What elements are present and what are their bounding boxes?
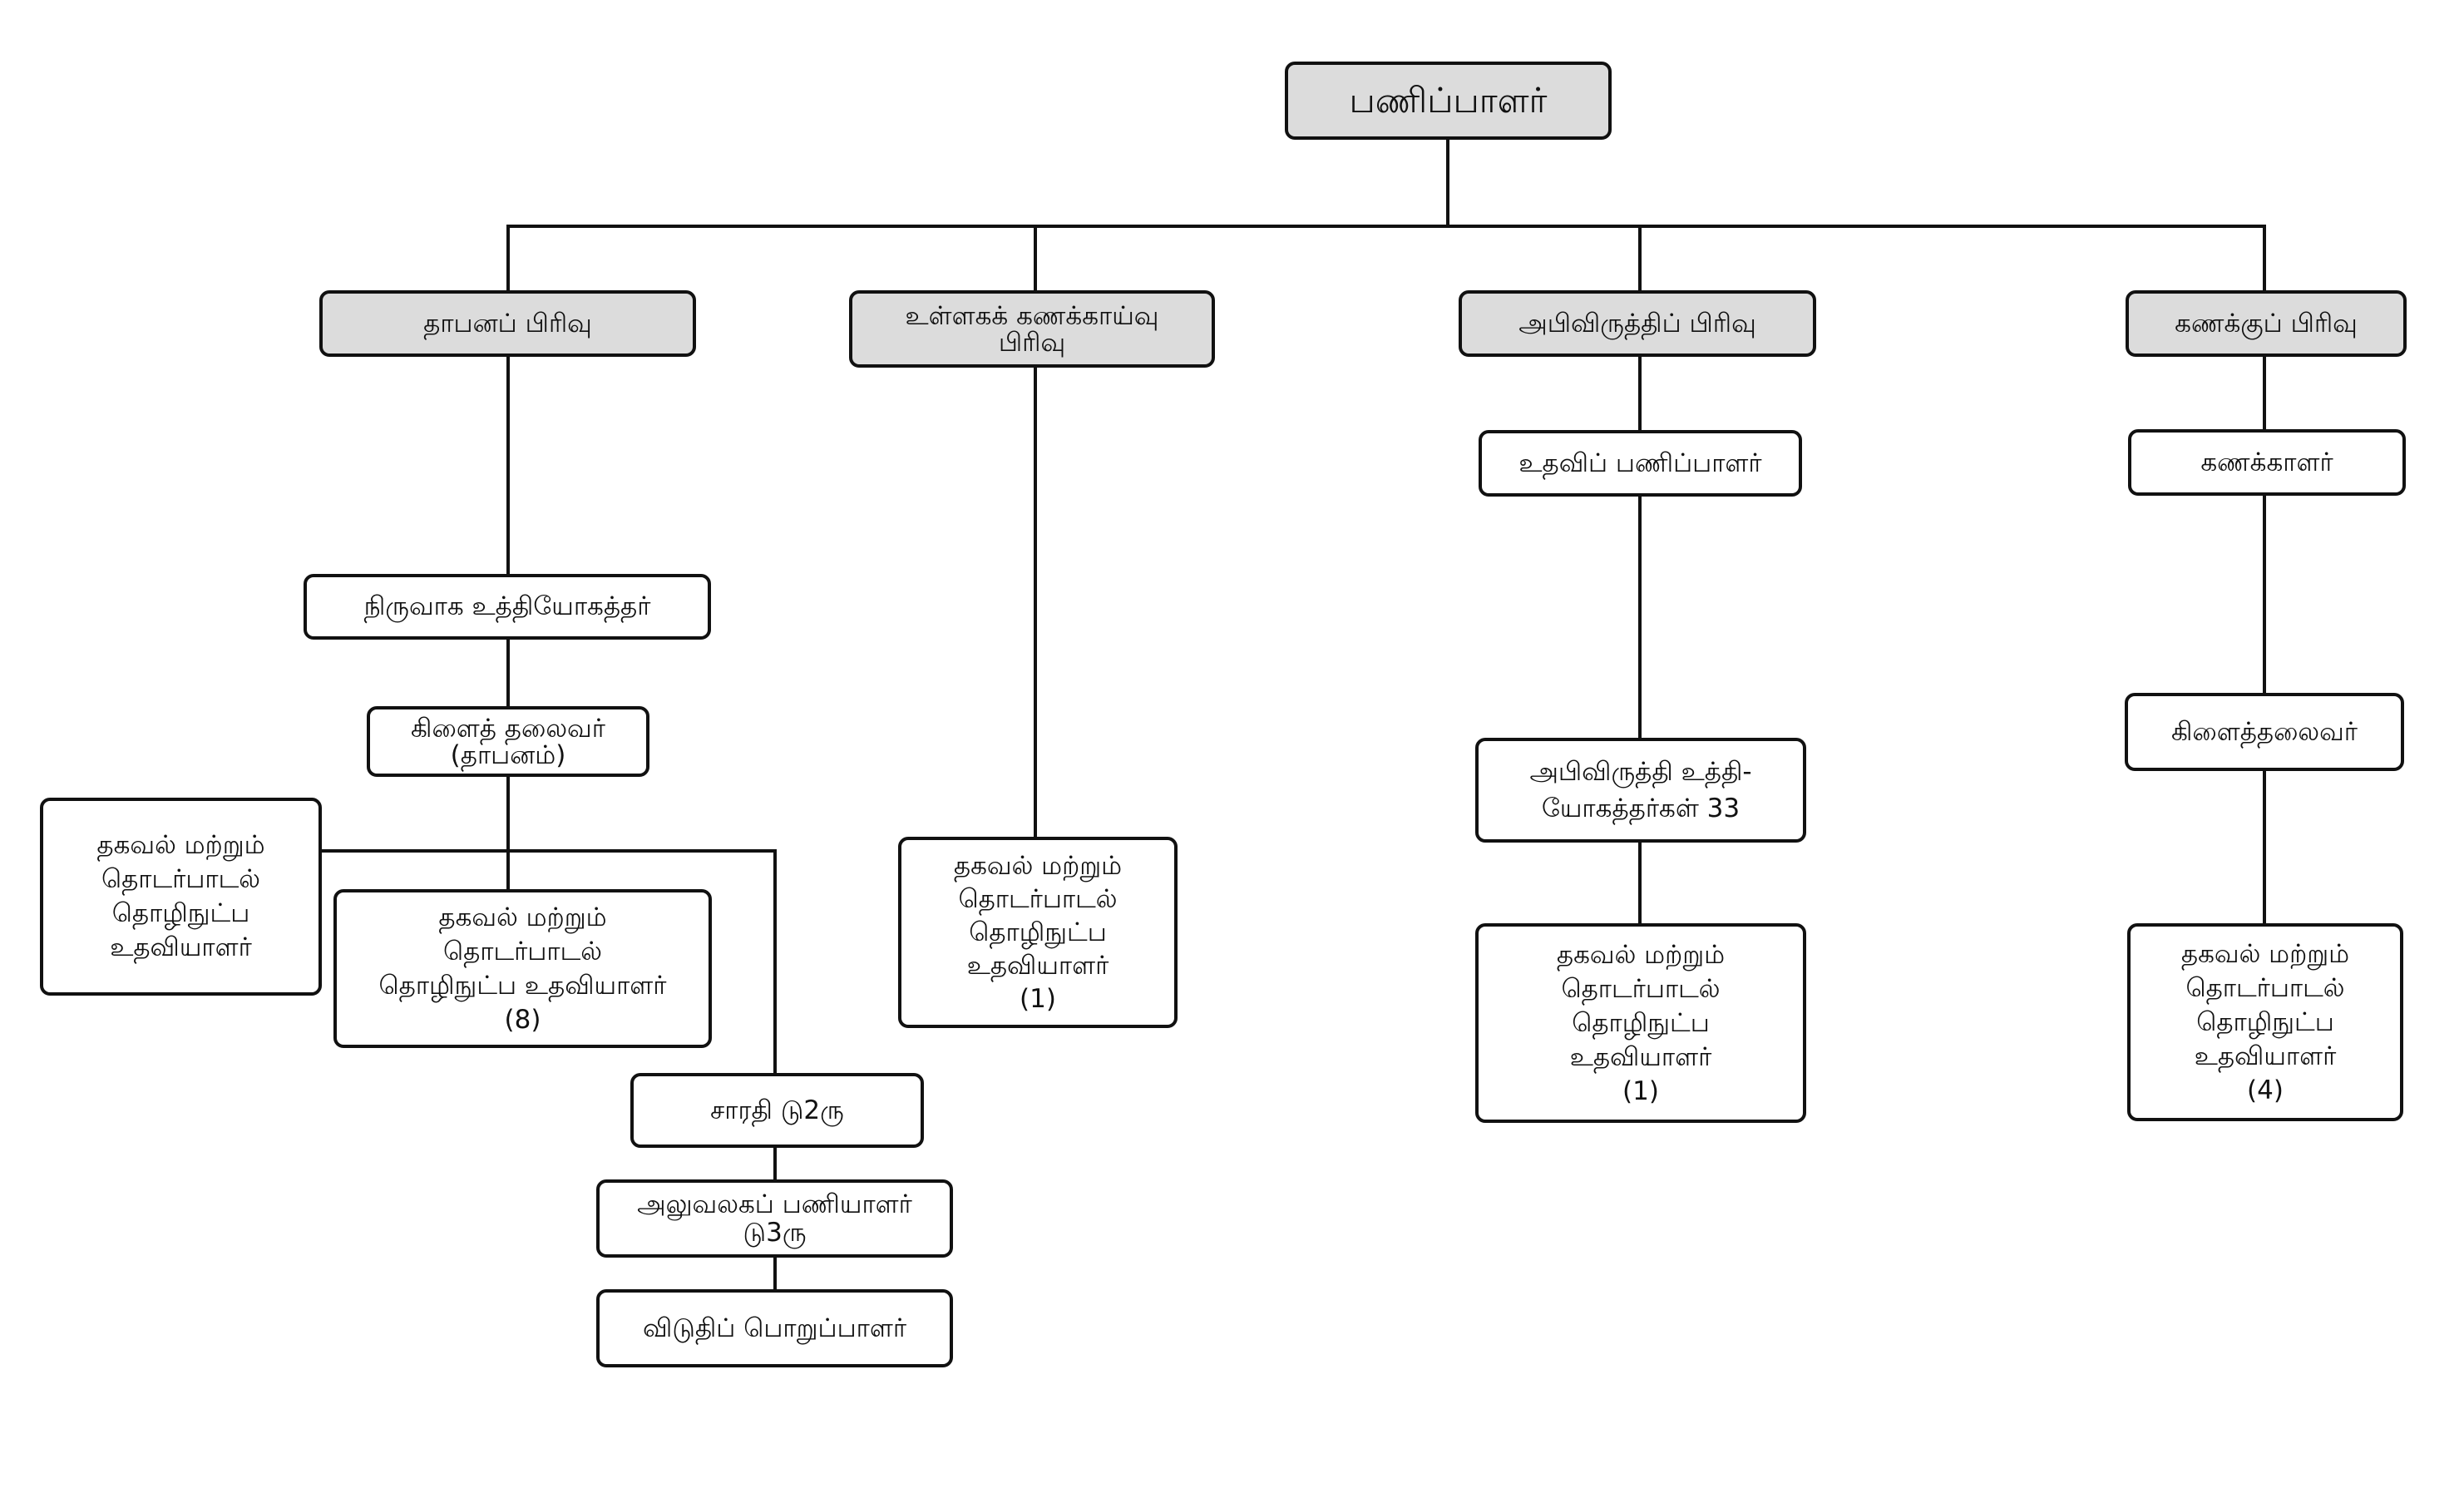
node-it-assistant-left: தகவல் மற்றும் தொடர்பாடல் தொழிநுட்ப உதவிய… bbox=[40, 798, 322, 996]
node-development-division: அபிவிருத்திப் பிரிவு bbox=[1459, 290, 1816, 357]
node-label: கிளைத் தலைவர் (தாபனம்) bbox=[411, 713, 605, 770]
node-label: தகவல் மற்றும் தொடர்பாடல் தொழிநுட்ப உதவிய… bbox=[2180, 938, 2350, 1105]
node-label: நிருவாக உத்தியோகத்தர் bbox=[363, 591, 651, 621]
node-development-officers: அபிவிருத்தி உத்தி- யோகத்தர்கள் 33 bbox=[1475, 738, 1806, 843]
node-it-assistants-8: தகவல் மற்றும் தொடர்பாடல் தொழிநுட்ப உதவிய… bbox=[333, 889, 712, 1048]
node-branch-head-establishment: கிளைத் தலைவர் (தாபனம்) bbox=[367, 706, 649, 777]
node-label: பணிப்பாளர் bbox=[1349, 80, 1548, 121]
node-development-it-assistant: தகவல் மற்றும் தொடர்பாடல் தொழிநுட்ப உதவிய… bbox=[1475, 923, 1806, 1123]
node-label: அபிவிருத்திப் பிரிவு bbox=[1518, 308, 1756, 339]
node-label: கணக்காளர் bbox=[2200, 447, 2333, 477]
node-label: தாபனப் பிரிவு bbox=[423, 308, 592, 339]
node-assistant-director: உதவிப் பணிப்பாளர் bbox=[1479, 430, 1802, 497]
node-label: தகவல் மற்றும் தொடர்பாடல் தொழிநுட்ப உதவிய… bbox=[96, 830, 265, 962]
node-label: சாரதி டு2ரு bbox=[710, 1095, 844, 1125]
node-driver: சாரதி டு2ரு bbox=[630, 1073, 924, 1148]
node-accounts-division: கணக்குப் பிரிவு bbox=[2126, 290, 2407, 357]
node-label: விடுதிப் பொறுப்பாளர் bbox=[642, 1313, 907, 1343]
node-director: பணிப்பாளர் bbox=[1285, 62, 1612, 140]
node-audit-it-assistant: தகவல் மற்றும் தொடர்பாடல் தொழிநுட்ப உதவிய… bbox=[898, 837, 1178, 1028]
node-administrative-officer: நிருவாக உத்தியோகத்தர் bbox=[304, 574, 711, 640]
node-office-staff: அலுவலகப் பணியாளர் டு3ரு bbox=[596, 1179, 953, 1258]
node-branch-head-accounts: கிளைத்தலைவர் bbox=[2125, 693, 2404, 771]
node-label: அபிவிருத்தி உத்தி- யோகத்தர்கள் 33 bbox=[1529, 757, 1752, 823]
node-bungalow-keeper: விடுதிப் பொறுப்பாளர் bbox=[596, 1289, 953, 1367]
node-label: உள்ளகக் கணக்காய்வு பிரிவு bbox=[905, 300, 1159, 358]
node-label: கணக்குப் பிரிவு bbox=[2175, 308, 2358, 339]
node-establishment-division: தாபனப் பிரிவு bbox=[319, 290, 696, 357]
node-accounts-it-assistant: தகவல் மற்றும் தொடர்பாடல் தொழிநுட்ப உதவிய… bbox=[2127, 923, 2403, 1121]
node-label: தகவல் மற்றும் தொடர்பாடல் தொழிநுட்ப உதவிய… bbox=[378, 902, 667, 1035]
node-label: கிளைத்தலைவர் bbox=[2170, 716, 2358, 747]
node-accountant: கணக்காளர் bbox=[2128, 429, 2406, 496]
node-internal-audit-division: உள்ளகக் கணக்காய்வு பிரிவு bbox=[849, 290, 1215, 368]
node-label: உதவிப் பணிப்பாளர் bbox=[1518, 447, 1762, 478]
node-label: அலுவலகப் பணியாளர் டு3ரு bbox=[637, 1189, 912, 1248]
node-label: தகவல் மற்றும் தொடர்பாடல் தொழிநுட்ப உதவிய… bbox=[953, 851, 1123, 1014]
node-label: தகவல் மற்றும் தொடர்பாடல் தொழிநுட்ப உதவிய… bbox=[1556, 939, 1726, 1106]
